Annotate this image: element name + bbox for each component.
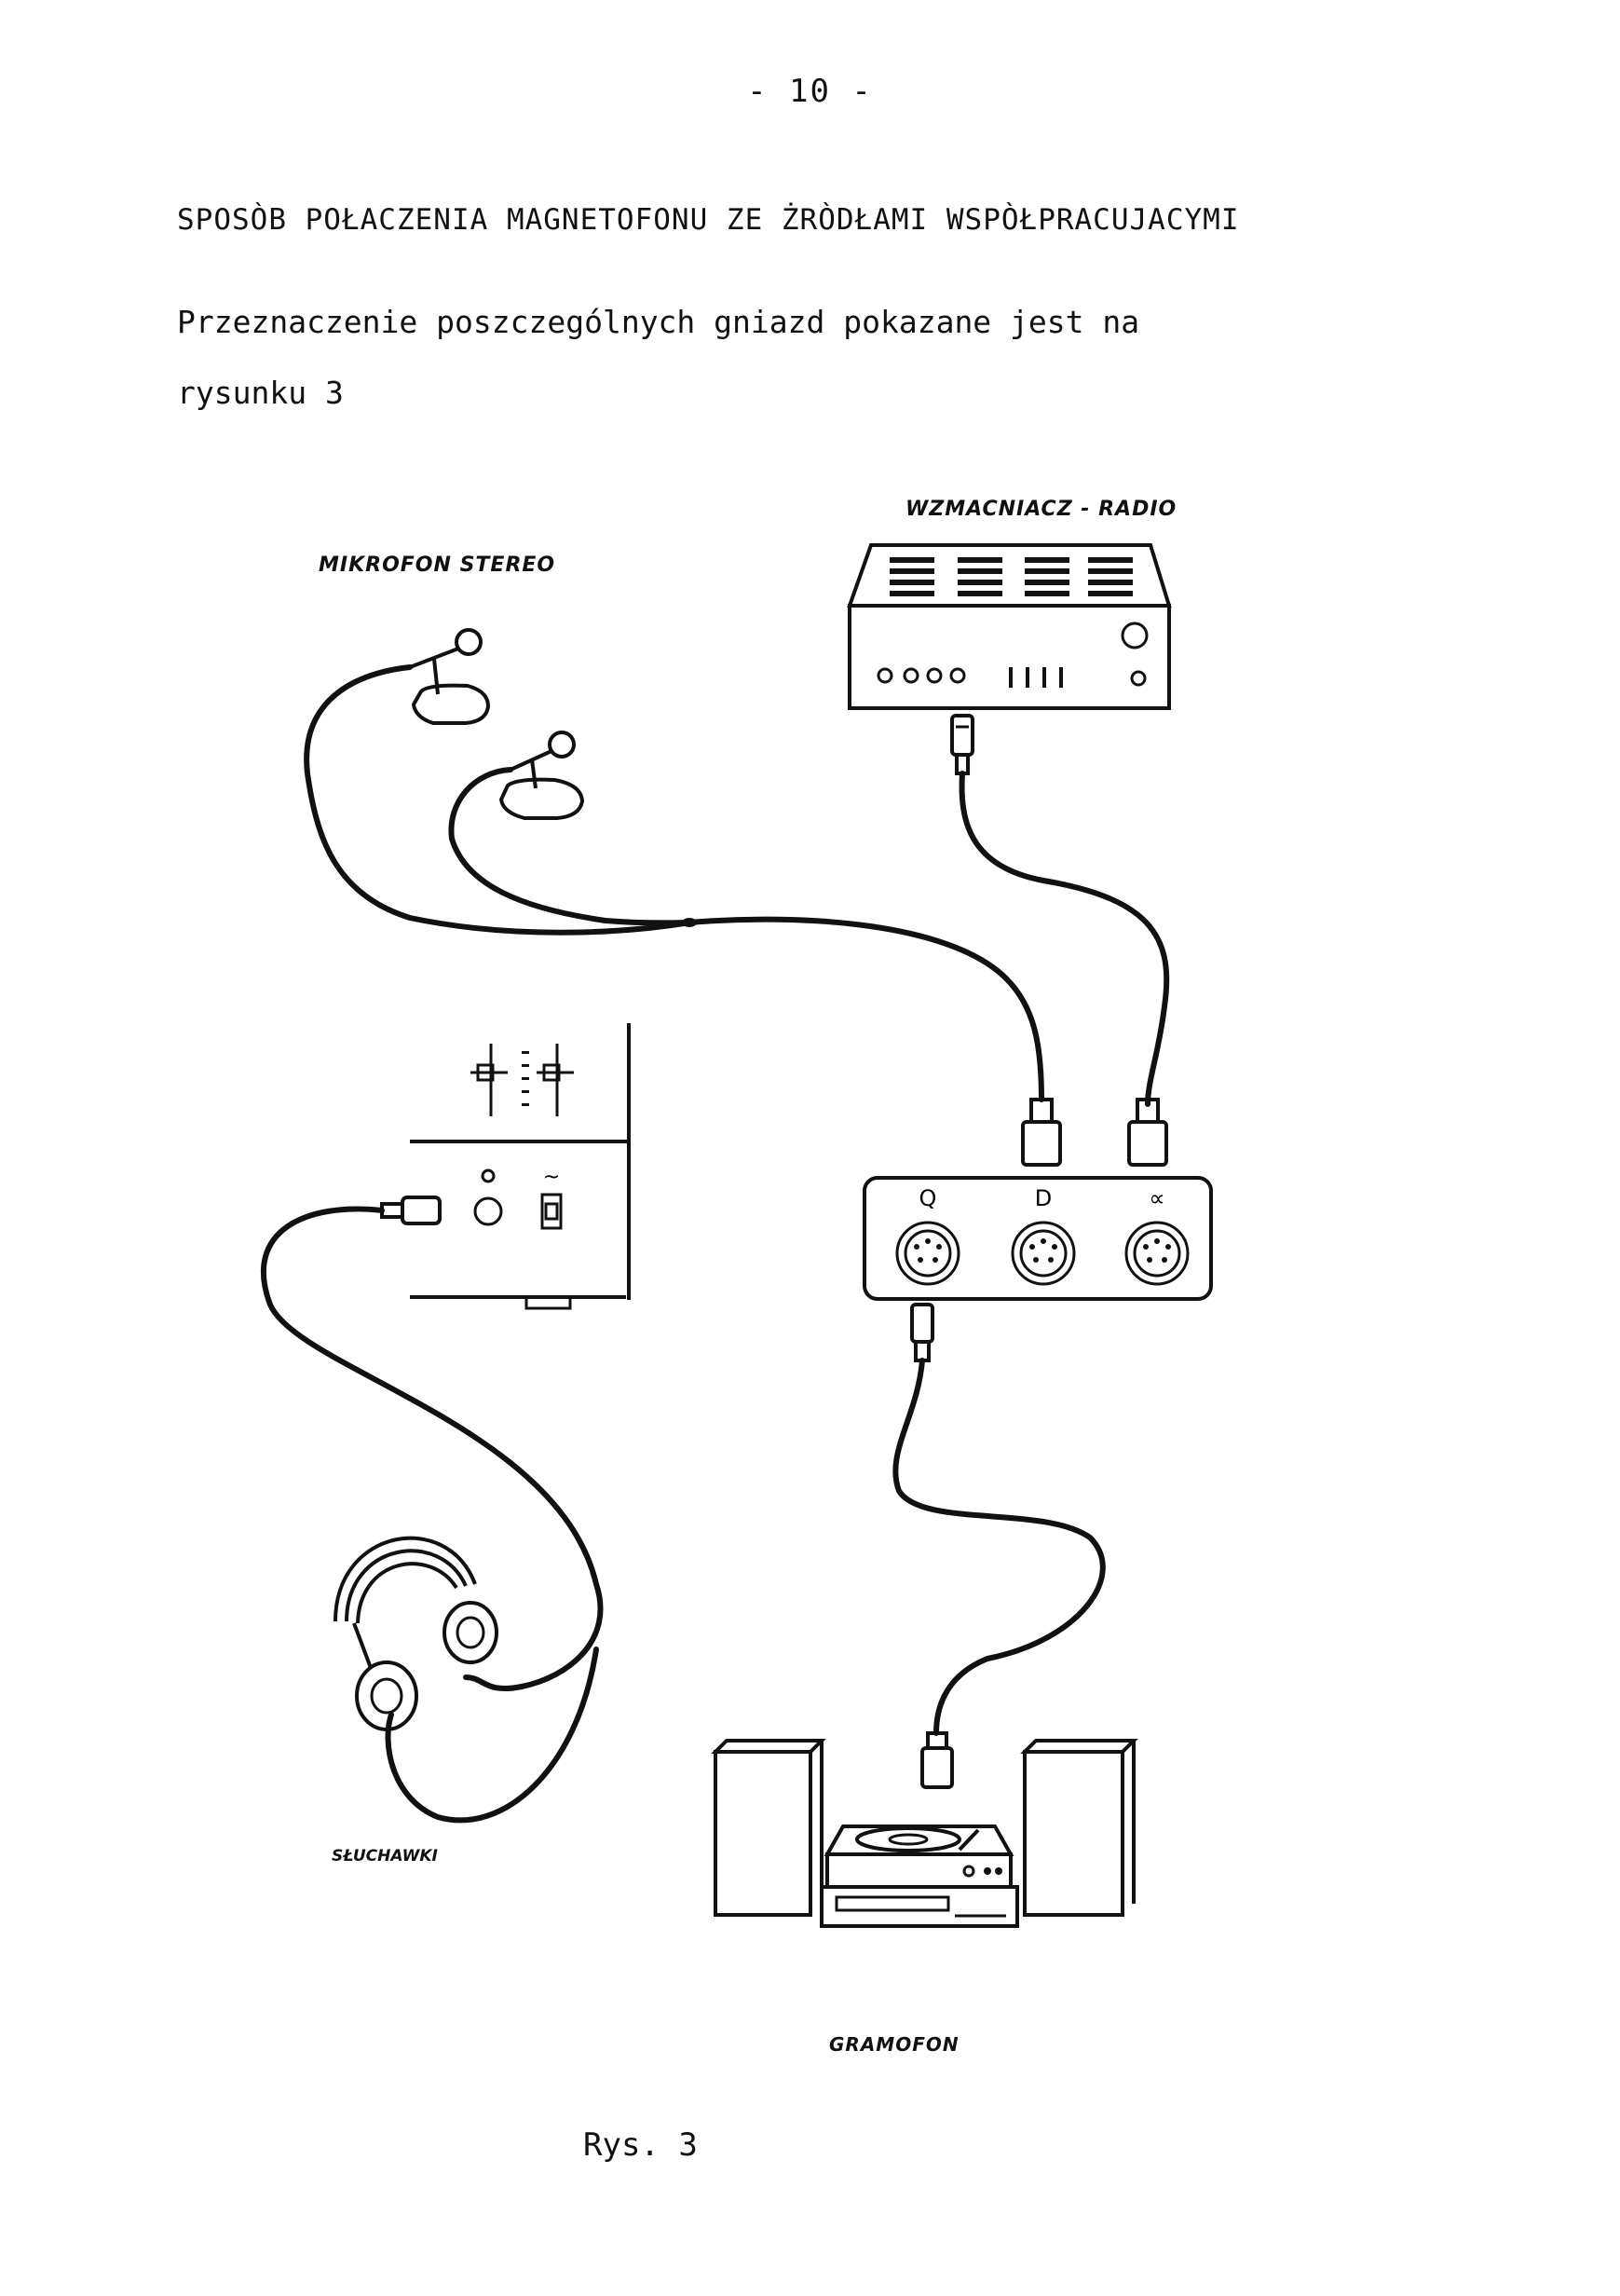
stereo-microphones-illustration <box>304 628 1062 1167</box>
gramophone-illustration <box>711 1739 1138 1928</box>
socket-panel-illustration: Q D ∝ <box>863 1176 1213 1362</box>
intro-text-line-2: rysunku 3 <box>177 375 344 411</box>
tape-recorder-panel-illustration: ~ <box>380 1023 631 1310</box>
label-headphones: SŁUCHAWKI <box>332 1847 438 1866</box>
label-microphone-stereo: MIKROFON STEREO <box>319 554 556 577</box>
socket-symbol-gramophone: ∝ <box>1149 1185 1164 1211</box>
page-number: - 10 - <box>747 73 873 110</box>
socket-symbol-radio: D <box>1035 1185 1052 1211</box>
headphones-illustration <box>334 1536 498 1731</box>
label-amplifier-radio: WZMACNIACZ - RADIO <box>905 498 1178 521</box>
figure-caption: Rys. 3 <box>583 2126 698 2164</box>
section-heading: SPOSÒB POŁACZENIA MAGNETOFONU ZE ŻRÒDŁAM… <box>177 203 1240 237</box>
label-gramophone: GRAMOFON <box>829 2033 960 2056</box>
intro-text-line-1: Przeznaczenie poszczególnych gniazd poka… <box>177 304 1140 340</box>
amplifier-cable <box>959 771 1170 1107</box>
svg-text:~: ~ <box>543 1166 560 1189</box>
socket-symbol-microphone: Q <box>919 1185 937 1211</box>
gramophone-plug <box>920 1731 954 1789</box>
gramophone-cable <box>892 1358 1106 1736</box>
headphone-cable <box>261 1206 604 1691</box>
amplifier-radio-illustration <box>847 543 1172 775</box>
amplifier-plug <box>1127 1098 1168 1167</box>
